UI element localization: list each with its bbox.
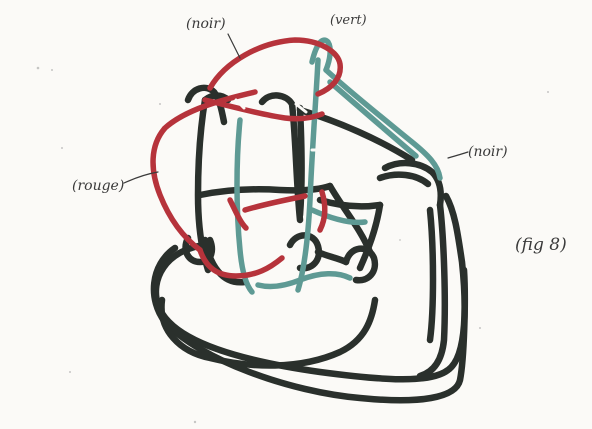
crossing-gaps <box>236 100 322 150</box>
label-left: (rouge) <box>72 178 124 194</box>
label-right: (noir) <box>468 144 508 160</box>
black-right-connector-2 <box>380 175 428 184</box>
green-mid-arc <box>312 210 365 222</box>
labels: (noir) (vert) (rouge) (noir) (fig 8) <box>72 13 567 255</box>
leader-noir-top <box>228 34 240 58</box>
green-bump <box>258 274 350 287</box>
red-top-arc <box>210 40 340 94</box>
black-bump-link <box>318 252 346 262</box>
label-top-right: (vert) <box>330 13 367 28</box>
label-figure: (fig 8) <box>515 235 567 255</box>
leader-noir-right <box>448 152 468 158</box>
label-top-left: (noir) <box>186 16 226 32</box>
black-mid-band-2 <box>320 200 380 206</box>
green-long-diag-2 <box>330 82 416 156</box>
black-right-connector <box>385 163 441 205</box>
black-right-post-2 <box>430 210 433 340</box>
black-strand <box>154 88 465 400</box>
black-bottom-sweep <box>162 300 375 366</box>
